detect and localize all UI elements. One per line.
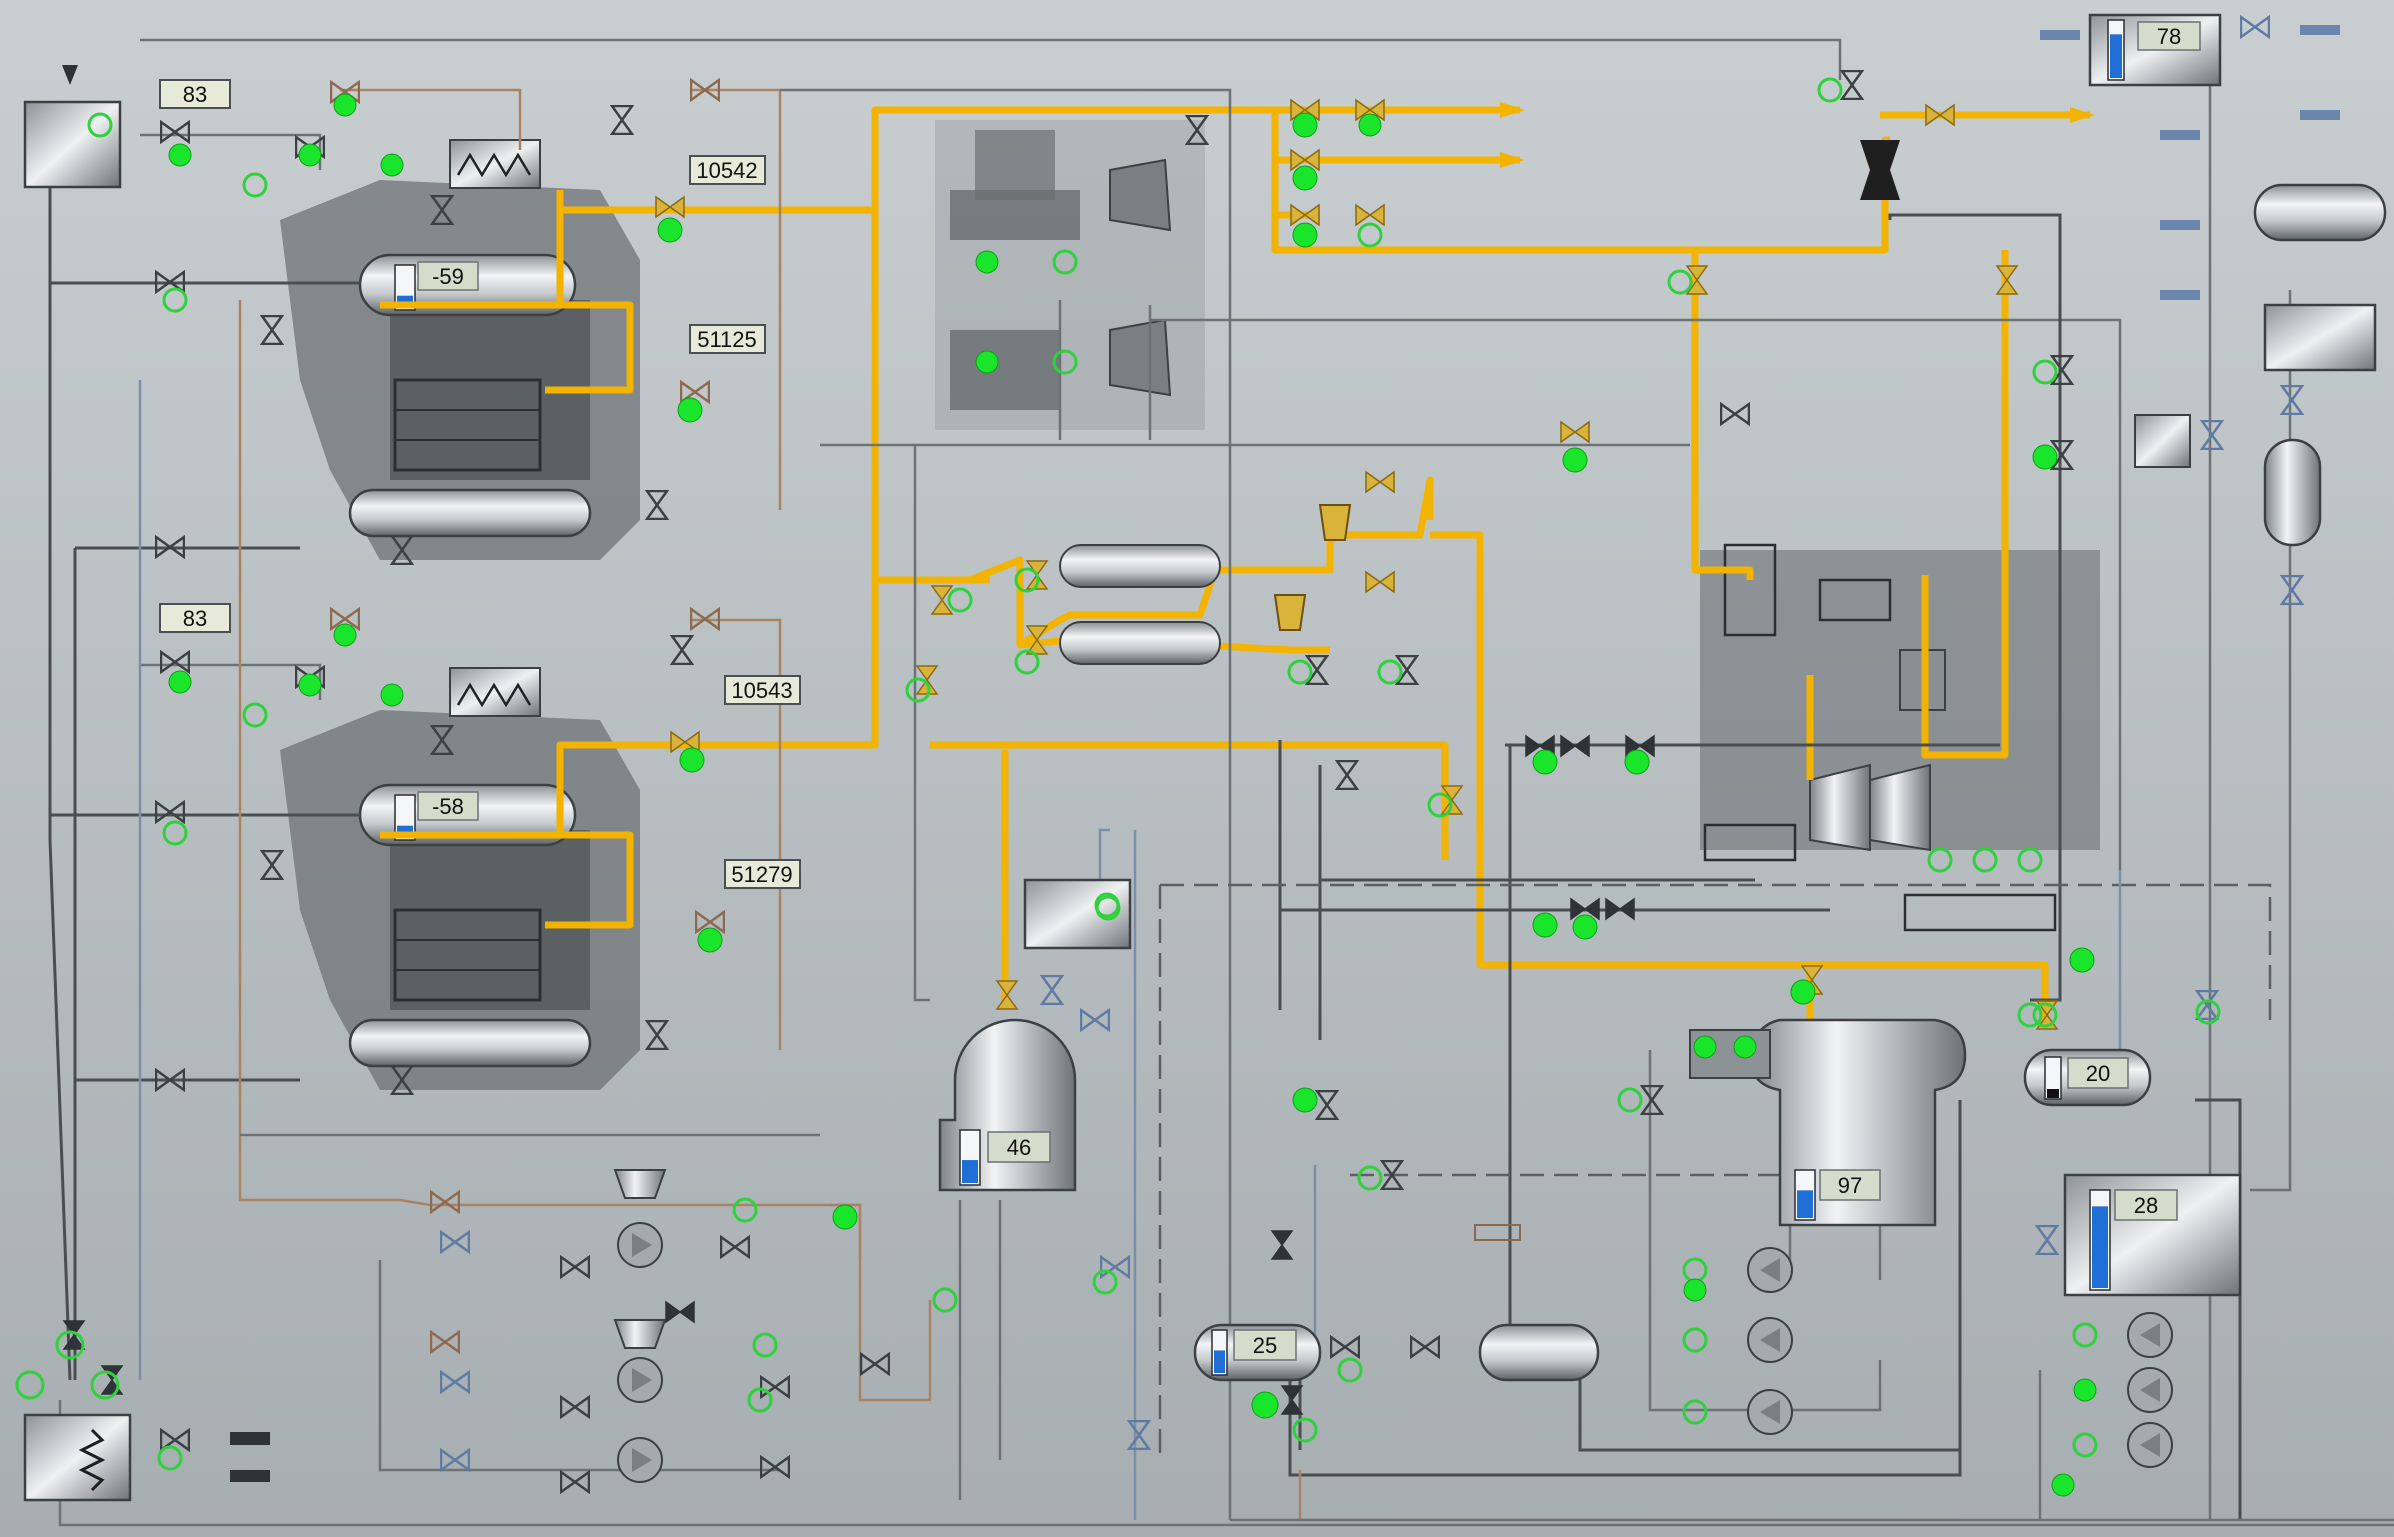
right-small-box[interactable] <box>2135 415 2190 467</box>
status-lamp <box>299 674 321 696</box>
status-lamp <box>1533 913 1557 937</box>
status-lamp <box>658 218 682 242</box>
receiver-tank-1[interactable] <box>1060 545 1220 587</box>
status-lamp <box>1533 750 1557 774</box>
right-column[interactable] <box>2265 440 2320 545</box>
status-lamp <box>1293 166 1317 190</box>
turbine-2[interactable] <box>1110 320 1170 395</box>
boiler-2-furnace <box>390 830 590 1010</box>
pump-cond-3[interactable] <box>1748 1390 1792 1434</box>
status-lamp <box>2074 1379 2096 1401</box>
status-lamp <box>1293 223 1317 247</box>
arrow-icon <box>2300 25 2340 35</box>
drain-tank-level-value: 25 <box>1253 1333 1277 1358</box>
arrow-icon <box>2160 130 2200 140</box>
status-lamp <box>169 671 191 693</box>
status-lamp <box>1252 1392 1278 1418</box>
boiler-1-steam-flow: 10542 <box>696 158 757 183</box>
arrow-icon <box>2160 220 2200 230</box>
pump-hw-3[interactable] <box>2128 1423 2172 1467</box>
pump-fw-1[interactable] <box>618 1223 662 1267</box>
status-lamp <box>1293 1088 1317 1112</box>
status-lamp <box>1694 1036 1716 1058</box>
separator-tank[interactable] <box>1480 1325 1598 1380</box>
turbine-group[interactable] <box>935 120 1205 430</box>
pump-fw-3[interactable] <box>618 1438 662 1482</box>
deaerator-level-value: 46 <box>1007 1135 1031 1160</box>
condenser-level-value: 97 <box>1838 1173 1862 1198</box>
boiler-2-superheater <box>450 668 540 716</box>
boiler-2-steam-flow: 10543 <box>731 678 792 703</box>
status-lamp <box>1359 114 1381 136</box>
drain-tank-level-fill <box>1214 1350 1225 1373</box>
boiler-2-feed-flow: 51279 <box>731 862 792 887</box>
pump-hw-1[interactable] <box>2128 1313 2172 1357</box>
right-drum[interactable] <box>2255 185 2385 240</box>
expansion-tank-level-fill <box>2047 1089 2059 1098</box>
status-lamp <box>1625 750 1649 774</box>
status-lamp <box>1563 448 1587 472</box>
boiler-2-level-value: -58 <box>432 794 464 819</box>
expansion-tank-level-value: 20 <box>2086 1061 2110 1086</box>
status-lamp <box>976 351 998 373</box>
hot-well-level-value: 28 <box>2134 1193 2158 1218</box>
status-lamp <box>1791 980 1815 1004</box>
receiver-tank-2[interactable] <box>1060 622 1220 664</box>
status-lamp <box>2052 1474 2074 1496</box>
status-lamp <box>381 154 403 176</box>
condenser-level-fill <box>1797 1190 1813 1218</box>
status-lamp <box>381 684 403 706</box>
status-lamp <box>169 144 191 166</box>
status-lamp <box>698 928 722 952</box>
status-lamp <box>833 1205 857 1229</box>
arrow-icon <box>2300 110 2340 120</box>
status-lamp <box>2070 948 2094 972</box>
status-lamp <box>2033 445 2057 469</box>
turbine-1[interactable] <box>1110 160 1170 230</box>
status-lamp <box>678 398 702 422</box>
fan-2[interactable] <box>615 1320 665 1348</box>
status-lamp <box>1734 1036 1756 1058</box>
fan-1[interactable] <box>615 1170 665 1198</box>
status-lamp <box>299 144 321 166</box>
arrow-icon <box>2040 30 2080 40</box>
arrow-icon <box>230 1470 270 1482</box>
pressure-reducer-2[interactable] <box>1275 595 1305 630</box>
pump-hw-2[interactable] <box>2128 1368 2172 1412</box>
arrow-icon <box>2160 290 2200 300</box>
status-lamp <box>1573 915 1597 939</box>
pressure-reducer-1[interactable] <box>1320 505 1350 540</box>
status-lamp <box>680 748 704 772</box>
status-lamp <box>1293 113 1317 137</box>
boiler-1-level-value: -59 <box>432 264 464 289</box>
hot-well-level-fill <box>2092 1206 2108 1288</box>
boiler-2-air-tag: 83 <box>183 606 207 631</box>
boiler-1-mud-drum[interactable] <box>350 490 590 536</box>
status-lamp <box>976 251 998 273</box>
status-lamp <box>334 624 356 646</box>
bottom-left-heat-exchanger[interactable] <box>25 1415 130 1500</box>
top-right-tank-level-value: 78 <box>2157 24 2181 49</box>
pump-fw-2[interactable] <box>618 1358 662 1402</box>
status-lamp <box>1684 1279 1706 1301</box>
pump-cond-1[interactable] <box>1748 1248 1792 1292</box>
boiler-1-air-tag: 83 <box>183 82 207 107</box>
boiler-1-feed-flow: 51125 <box>697 327 757 352</box>
top-right-tank-level-fill <box>2110 34 2122 78</box>
pump-cond-2[interactable] <box>1748 1318 1792 1362</box>
boiler-2-mud-drum[interactable] <box>350 1020 590 1066</box>
right-cabinet[interactable] <box>2265 305 2375 370</box>
arrow-icon <box>230 1432 270 1445</box>
status-lamp <box>334 94 356 116</box>
deaerator-level-fill <box>962 1160 978 1183</box>
